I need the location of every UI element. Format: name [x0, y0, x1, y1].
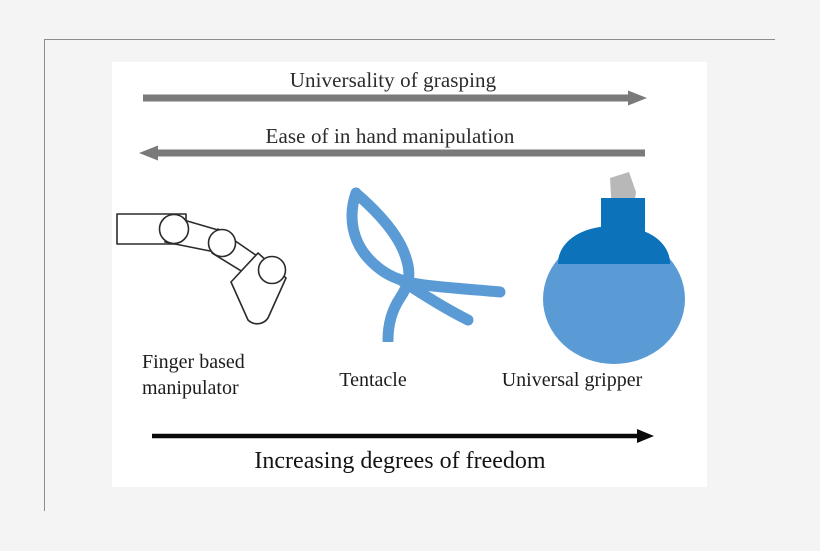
increasing-degrees-of-freedom-arrow [152, 429, 654, 443]
frame-rule-left [44, 39, 45, 511]
universality-of-grasping-arrow [143, 90, 647, 106]
increasing-degrees-of-freedom-caption: Increasing degrees of freedom [254, 448, 546, 474]
tentacle-illustration [346, 187, 506, 342]
finger-based-manipulator-label: Finger based manipulator [142, 351, 245, 399]
universal-gripper-illustration [543, 172, 685, 364]
frame-rule-top [44, 39, 775, 40]
finger-based-manipulator-illustration [116, 213, 287, 325]
gripper-body [543, 234, 685, 364]
universality-of-grasping-caption: Universality of grasping [289, 68, 497, 92]
ease-of-in-hand-manipulation-arrow [139, 145, 645, 161]
tentacle-label: Tentacle [339, 369, 407, 391]
universal-gripper-label: Universal gripper [501, 369, 643, 391]
ease-of-in-hand-manipulation-caption: Ease of in hand manipulation [265, 124, 515, 148]
